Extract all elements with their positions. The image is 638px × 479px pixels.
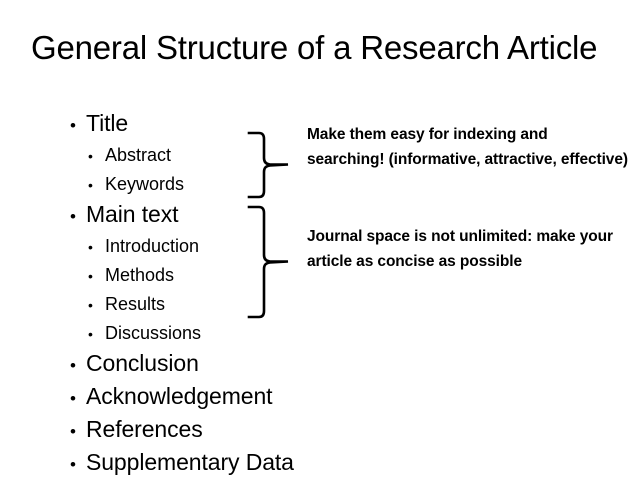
list-item: • Title	[62, 108, 312, 141]
brace-title-group-icon	[246, 130, 292, 200]
brace-main-text-group-icon	[246, 204, 292, 320]
bullet-marker-icon: •	[88, 239, 93, 255]
bullet-marker-icon: •	[70, 207, 76, 226]
bullet-marker-icon: •	[70, 422, 76, 441]
bullet-marker-icon: •	[70, 389, 76, 408]
list-item-label: Keywords	[105, 174, 185, 194]
bullet-marker-icon: •	[88, 326, 93, 342]
list-item: • Supplementary Data	[62, 447, 312, 479]
bullet-marker-icon: •	[88, 177, 93, 193]
list-item: • Methods	[62, 261, 312, 290]
list-item: • Results	[62, 290, 312, 319]
list-item-label: Discussions	[105, 323, 202, 343]
list-item-label: Results	[105, 294, 166, 314]
bullet-marker-icon: •	[70, 116, 76, 135]
list-item-label: References	[86, 416, 203, 442]
outline-list: • Title • Abstract • Keywords • Main tex…	[62, 108, 312, 479]
note-main-text-group: Journal space is not unlimited: make you…	[307, 228, 613, 270]
bullet-marker-icon: •	[88, 268, 93, 284]
list-item: • Acknowledgement	[62, 381, 312, 414]
list-item: • Discussions	[62, 319, 312, 348]
list-item: • Abstract	[62, 141, 312, 170]
list-item: • Introduction	[62, 232, 312, 261]
list-item-label: Acknowledgement	[86, 383, 273, 409]
bullet-marker-icon: •	[70, 356, 76, 375]
list-item-label: Supplementary Data	[86, 449, 294, 475]
list-item-label: Introduction	[105, 236, 200, 256]
list-item: • Keywords	[62, 170, 312, 199]
list-item: • Conclusion	[62, 348, 312, 381]
list-item: • References	[62, 414, 312, 447]
list-item-label: Methods	[105, 265, 175, 285]
bullet-marker-icon: •	[88, 297, 93, 313]
bullet-marker-icon: •	[88, 148, 93, 164]
list-item: • Main text	[62, 199, 312, 232]
bullet-marker-icon: •	[70, 455, 76, 474]
list-item-label: Title	[86, 110, 129, 136]
list-item-label: Main text	[86, 201, 179, 227]
note-title-group: Make them easy for indexing and searchin…	[307, 126, 628, 168]
list-item-label: Abstract	[105, 145, 172, 165]
list-item-label: Conclusion	[86, 350, 199, 376]
page-title: General Structure of a Research Article	[31, 29, 598, 66]
